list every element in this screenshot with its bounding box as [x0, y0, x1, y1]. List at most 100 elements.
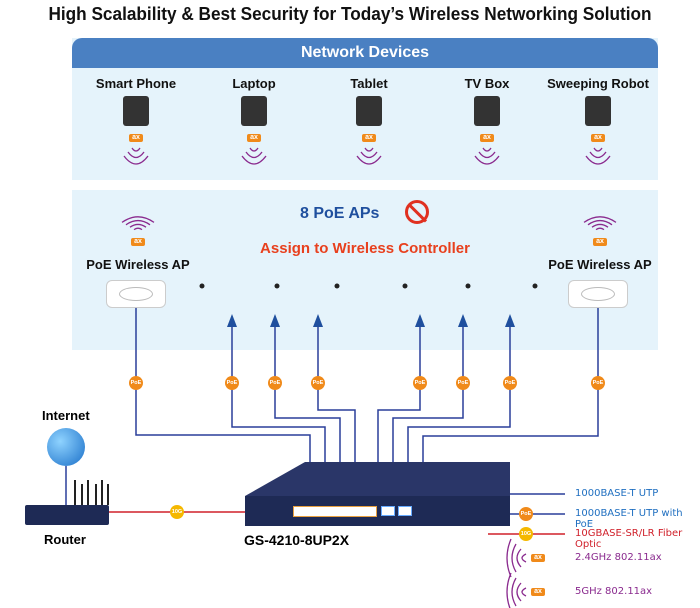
poe-badge: PoE	[268, 376, 282, 390]
wifi-signal-icon	[364, 147, 374, 152]
legend-wifi-icon	[516, 582, 522, 602]
poe-badge: PoE	[591, 376, 605, 390]
wifi-signal-icon	[589, 151, 607, 159]
ap-left-label: PoE Wireless AP	[86, 257, 190, 272]
wifi-signal-icon	[121, 216, 155, 223]
wifi-signal-icon	[241, 155, 267, 165]
utp-poe-cable	[135, 308, 311, 462]
wifi-signal-icon	[127, 151, 145, 159]
access-point-icon	[106, 280, 166, 308]
wifi-signal-icon	[356, 155, 382, 165]
wifi-signal-icon	[360, 151, 378, 159]
arrow-up-icon	[313, 314, 323, 327]
legend-wifi-icon	[521, 587, 527, 597]
ax-badge: ax	[531, 554, 545, 562]
utp-poe-cable	[231, 318, 326, 462]
controller-label: Assign to Wireless Controller	[260, 240, 470, 257]
ax-badge: ax	[362, 134, 376, 142]
ax-badge: ax	[531, 588, 545, 596]
wifi-signal-icon	[249, 147, 259, 152]
arrow-up-icon	[505, 314, 515, 327]
ax-badge: ax	[247, 134, 261, 142]
legend-fiber-badge: 10G	[519, 527, 533, 541]
poe-badge: PoE	[129, 376, 143, 390]
ax-badge: ax	[129, 134, 143, 142]
router-icon	[25, 505, 109, 525]
utp-poe-cable	[422, 308, 599, 462]
wifi-signal-icon	[123, 155, 149, 165]
router-label: Router	[44, 532, 86, 547]
poe-badge: PoE	[225, 376, 239, 390]
ap-placeholder-dot	[532, 283, 538, 289]
utp-poe-cable	[377, 318, 421, 462]
wifi-signal-icon	[482, 147, 492, 152]
ap-placeholder-dot	[274, 283, 280, 289]
poe-badge: PoE	[503, 376, 517, 390]
wifi-signal-icon	[593, 147, 603, 152]
internet-globe-icon	[47, 428, 85, 466]
switch-top	[245, 462, 510, 496]
smartphone-icon	[123, 96, 149, 126]
ap-placeholder-dot	[402, 283, 408, 289]
arrow-up-icon	[415, 314, 425, 327]
internet-label: Internet	[42, 408, 90, 423]
ap-placeholder-dot	[334, 283, 340, 289]
tablet-icon	[356, 96, 382, 126]
legend-label: 5GHz 802.11ax	[575, 586, 653, 597]
network-devices-header: Network Devices	[72, 38, 658, 68]
page-title: High Scalability & Best Security for Tod…	[48, 3, 652, 24]
wifi-signal-icon	[583, 216, 617, 223]
utp-poe-cable	[392, 318, 464, 462]
legend-poe-badge: PoE	[519, 507, 533, 521]
legend-wifi-icon	[521, 553, 527, 563]
wifi-signal-icon	[131, 147, 141, 152]
switch-model-label: GS-4210-8UP2X	[244, 532, 350, 548]
legend-label: 10GBASE-SR/LR Fiber Optic	[575, 528, 683, 550]
robot-vacuum-icon	[585, 96, 611, 126]
legend-label: 1000BASE-T UTP with PoE	[575, 508, 683, 530]
ax-badge: ax	[591, 134, 605, 142]
poe-badge: PoE	[311, 376, 325, 390]
device-label: Smart Phone	[95, 76, 177, 91]
access-point-icon	[568, 280, 628, 308]
wifi-signal-icon	[245, 151, 263, 159]
wifi-signal-icon	[133, 227, 143, 231]
no-controller-icon	[405, 200, 429, 224]
ap-placeholder-dot	[465, 283, 471, 289]
ap-panel	[72, 190, 658, 350]
tv-box-icon	[474, 96, 500, 126]
legend-wifi-icon	[506, 572, 512, 608]
poe-ap-count: 8 PoE APs	[300, 205, 380, 222]
wifi-signal-icon	[587, 219, 613, 226]
ax-badge: ax	[480, 134, 494, 142]
legend-wifi-icon	[506, 538, 512, 578]
arrow-up-icon	[270, 314, 280, 327]
wifi-signal-icon	[129, 223, 147, 228]
utp-poe-cable	[407, 318, 511, 462]
legend-wifi-icon	[516, 548, 522, 568]
device-label: TV Box	[464, 76, 510, 91]
arrow-up-icon	[227, 314, 237, 327]
ap-right-label: PoE Wireless AP	[548, 257, 652, 272]
legend-wifi-icon	[511, 577, 517, 607]
fiber-10g-badge: 10G	[170, 505, 184, 519]
wifi-signal-icon	[474, 155, 500, 165]
laptop-icon	[241, 96, 267, 126]
utp-poe-cable	[317, 318, 356, 462]
wifi-signal-icon	[591, 223, 609, 228]
wifi-signal-icon	[595, 227, 605, 231]
legend-wifi-icon	[511, 543, 517, 573]
legend-label: 1000BASE-T UTP	[575, 488, 659, 499]
device-label: Laptop	[232, 76, 276, 91]
legend-label: 2.4GHz 802.11ax	[575, 552, 662, 563]
switch-icon	[245, 496, 510, 526]
wifi-signal-icon	[478, 151, 496, 159]
poe-badge: PoE	[456, 376, 470, 390]
ax-badge: ax	[593, 238, 607, 246]
ap-placeholder-dot	[199, 283, 205, 289]
ax-badge: ax	[131, 238, 145, 246]
arrow-up-icon	[458, 314, 468, 327]
device-label: Sweeping Robot	[547, 76, 649, 91]
utp-poe-cable	[274, 318, 341, 462]
